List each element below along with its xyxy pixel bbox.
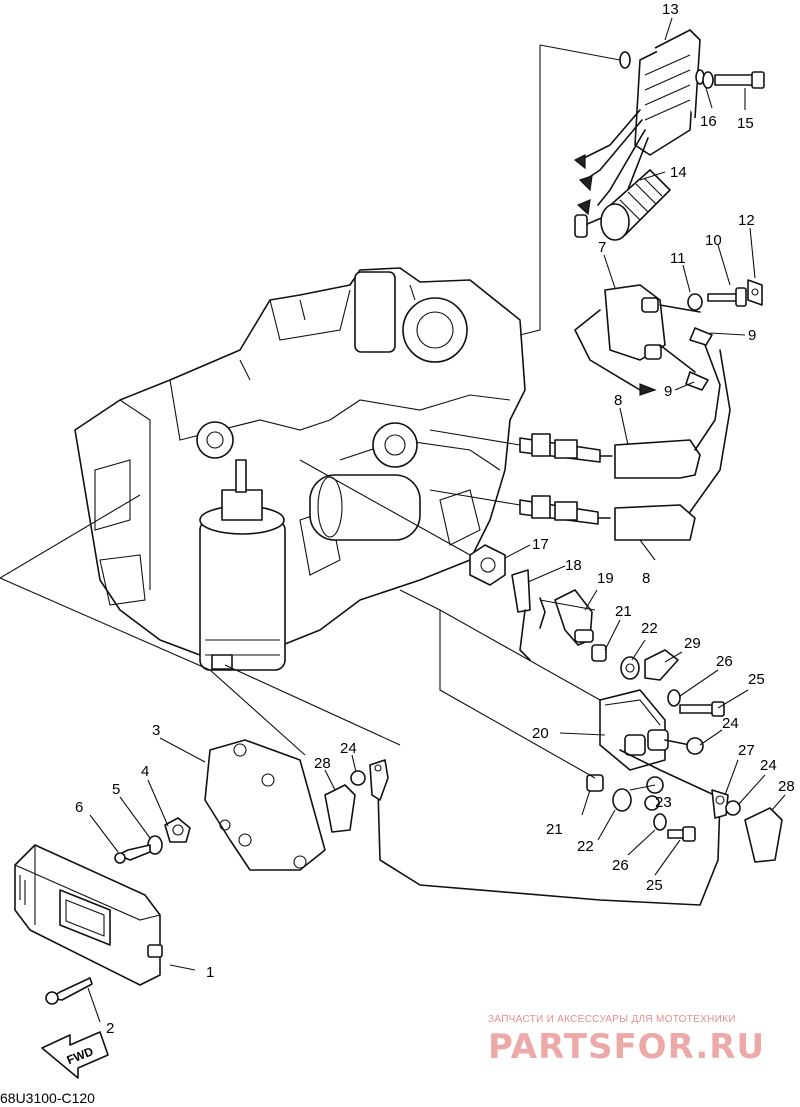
- label-9a: 9: [748, 327, 756, 344]
- starter-motor: [199, 459, 286, 671]
- label-20: 20: [532, 725, 549, 742]
- watermark-brand: PARTSFOR.RU: [488, 1027, 765, 1067]
- label-1: 1: [206, 964, 214, 981]
- label-28a: 28: [778, 778, 795, 795]
- engine-cylinder-part: [309, 474, 421, 541]
- label-21a: 21: [615, 603, 632, 620]
- label-2: 2: [106, 1020, 114, 1037]
- fwd-arrow: FWD: [41, 1031, 109, 1079]
- label-27: 27: [738, 742, 755, 759]
- lead-wire: [511, 569, 546, 661]
- label-24c: 24: [340, 740, 357, 757]
- cdi-bracket: [204, 739, 326, 871]
- label-8a: 8: [614, 392, 622, 409]
- battery-cable: [377, 789, 729, 906]
- label-4: 4: [141, 763, 149, 780]
- label-21b: 21: [546, 821, 563, 838]
- thermo-switch: [299, 459, 506, 586]
- cdi-hardware: [45, 817, 191, 1005]
- label-10: 10: [705, 232, 722, 249]
- label-16: 16: [700, 113, 717, 130]
- label-14: 14: [670, 164, 687, 181]
- leader-lines: [87, 17, 786, 1023]
- cdi-unit: [14, 844, 163, 986]
- label-17: 17: [532, 536, 549, 553]
- label-11: 11: [670, 250, 686, 267]
- label-23: 23: [655, 794, 672, 811]
- label-25b: 25: [646, 877, 663, 894]
- label-12: 12: [738, 212, 755, 229]
- rectifier-regulator: [573, 29, 765, 238]
- label-22a: 22: [641, 620, 658, 637]
- rubber-cap: [554, 589, 594, 646]
- label-13: 13: [662, 1, 679, 18]
- label-15: 15: [737, 115, 754, 132]
- label-26b: 26: [612, 857, 629, 874]
- terminal-cap-left: [324, 759, 389, 833]
- part-labels: 1 2 3 4 5 6 7 8 8 9 9 10 11 12 13 14 15 …: [75, 1, 795, 1037]
- plug-cap-upper: [614, 344, 721, 479]
- label-24a: 24: [722, 715, 739, 732]
- ignition-coil: [574, 279, 763, 396]
- spark-plug-lower: [519, 495, 611, 525]
- label-18: 18: [565, 557, 582, 574]
- label-9b: 9: [664, 383, 672, 400]
- label-7: 7: [598, 239, 606, 256]
- label-8b: 8: [642, 570, 650, 587]
- engine-block: [74, 267, 526, 656]
- plug-cap-lower: [614, 349, 731, 541]
- protective-coil: [600, 169, 671, 241]
- diagram-code: 68U3100-C120: [0, 1090, 95, 1106]
- watermark: ЗАПЧАСТИ И АКСЕССУАРЫ ДЛЯ МОТОТЕХНИКИ PA…: [488, 1014, 765, 1067]
- spark-plug-upper: [519, 433, 613, 463]
- label-6: 6: [75, 799, 83, 816]
- terminal-cap-right: [725, 800, 783, 863]
- label-22b: 22: [577, 838, 594, 855]
- label-5: 5: [112, 781, 120, 798]
- starter-relay-assembly: [599, 689, 726, 801]
- label-3: 3: [152, 722, 160, 739]
- label-29: 29: [684, 635, 701, 652]
- label-25a: 25: [748, 671, 765, 688]
- label-28b: 28: [314, 755, 331, 772]
- label-26a: 26: [716, 653, 733, 670]
- relay-hardware: [586, 644, 725, 842]
- label-19: 19: [597, 570, 614, 587]
- label-24b: 24: [760, 757, 777, 774]
- watermark-tagline: ЗАПЧАСТИ И АКСЕССУАРЫ ДЛЯ МОТОТЕХНИКИ: [488, 1014, 736, 1025]
